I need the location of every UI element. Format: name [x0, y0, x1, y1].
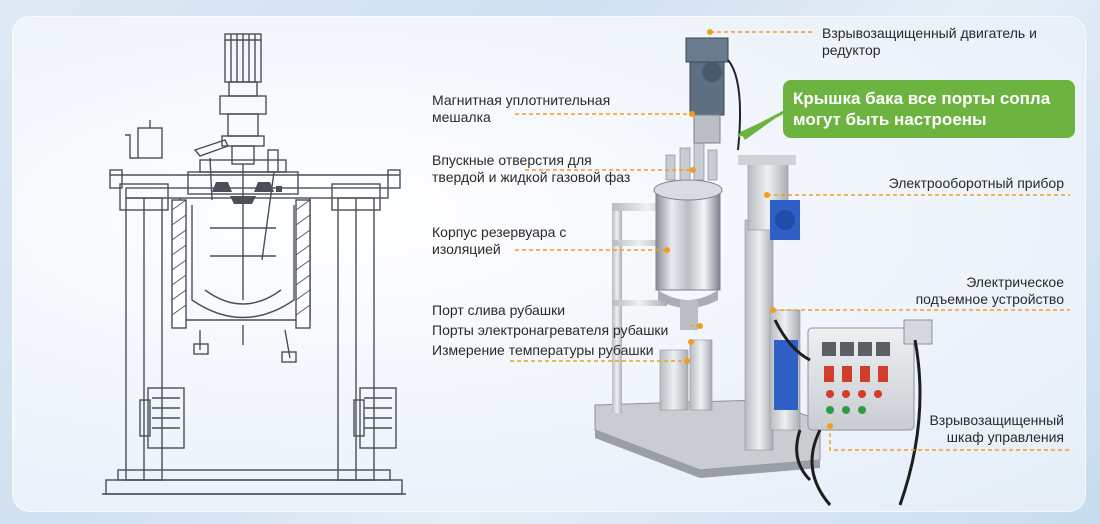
label-cabinet-line1: Взрывозащищенный: [929, 412, 1064, 428]
callout-line1: Крышка бака все порты сопла: [793, 89, 1051, 108]
label-motor-line1: Взрывозащищенный двигатель и: [822, 25, 1037, 41]
label-temp: Измерение температуры рубашки: [432, 342, 654, 358]
label-lift-line1: Электрическое: [966, 274, 1064, 290]
label-drain: Порт слива рубашки: [432, 302, 566, 318]
label-inlets: Впускные отверстия для твердой и жидкой …: [432, 152, 630, 186]
label-lift: Электрическое подъемное устройство: [916, 274, 1064, 308]
label-cabinet-line2: шкаф управления: [946, 429, 1064, 445]
label-motor: Взрывозащищенный двигатель и редуктор: [822, 25, 1037, 59]
callout-lid-ports: Крышка бака все порты сопла могут быть н…: [783, 80, 1075, 138]
label-body: Корпус резервуара с изоляцией: [432, 224, 566, 258]
label-heater: Порты электронагревателя рубашки: [432, 322, 669, 338]
label-body-line1: Корпус резервуара с: [432, 224, 567, 240]
label-stirrer: Магнитная уплотнительная мешалка: [432, 92, 610, 126]
label-inlets-line2: твердой и жидкой газовой фаз: [432, 169, 631, 185]
label-tacho: Электрооборотный прибор: [888, 175, 1064, 191]
label-cabinet: Взрывозащищенный шкаф управления: [929, 412, 1064, 446]
label-motor-line2: редуктор: [822, 42, 881, 58]
label-stirrer-line1: Магнитная уплотнительная: [432, 92, 611, 108]
label-stirrer-line2: мешалка: [432, 109, 491, 125]
callout-line2: могут быть настроены: [793, 110, 987, 129]
label-lift-line2: подъемное устройство: [915, 291, 1064, 307]
label-inlets-line1: Впускные отверстия для: [432, 152, 592, 168]
label-body-line2: изоляцией: [432, 241, 501, 257]
